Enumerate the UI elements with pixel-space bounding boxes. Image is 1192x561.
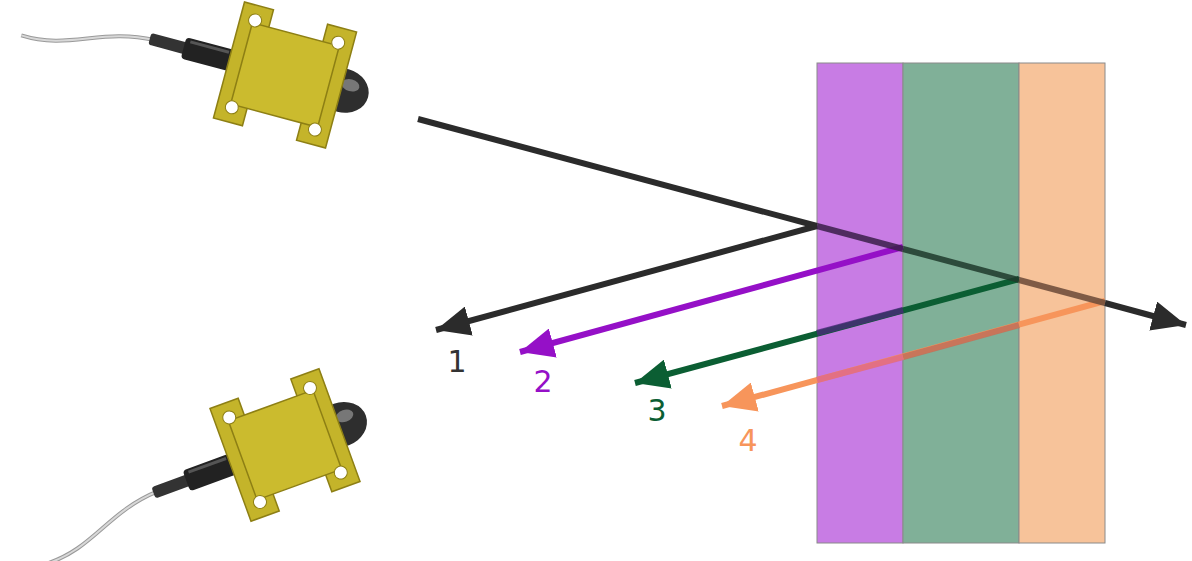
- callout-number: 2: [533, 367, 552, 397]
- reflected-ray: [817, 310, 903, 333]
- transmitted-ray: [1105, 303, 1186, 325]
- receiver-probe: [15, 359, 386, 561]
- reflected-ray: [520, 247, 903, 352]
- callout-number: 3: [647, 396, 666, 426]
- reflected-ray: [817, 357, 903, 380]
- callout-number: 4: [738, 426, 757, 456]
- reflected-ray: [722, 301, 1105, 406]
- incident-ray: [1019, 280, 1105, 303]
- emitter-probe: [14, 0, 384, 155]
- reflected-ray: [635, 279, 1019, 383]
- incident-ray: [418, 119, 817, 226]
- reflected-ray: [436, 226, 817, 330]
- callout-number: 1: [447, 347, 466, 377]
- layer-one: [817, 63, 903, 543]
- reflected-ray: [903, 325, 1019, 357]
- incident-ray: [903, 249, 1019, 280]
- incident-ray: [817, 226, 903, 249]
